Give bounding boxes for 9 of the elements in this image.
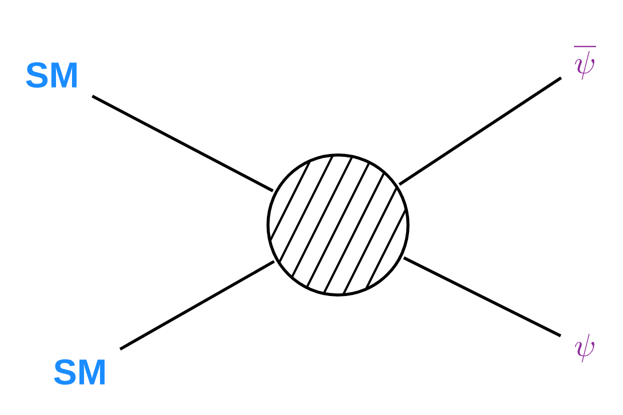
propagator-line <box>92 94 274 192</box>
particle-label: $\psi$ <box>574 334 594 363</box>
particle-label: SM <box>54 359 105 385</box>
interaction-blob <box>266 154 410 296</box>
particle-label: SM <box>26 62 77 88</box>
particle-label: $\overline{\psi}$ <box>574 46 596 80</box>
propagator-line <box>403 256 562 338</box>
propagator-line <box>398 76 562 186</box>
propagator-line <box>119 260 275 350</box>
